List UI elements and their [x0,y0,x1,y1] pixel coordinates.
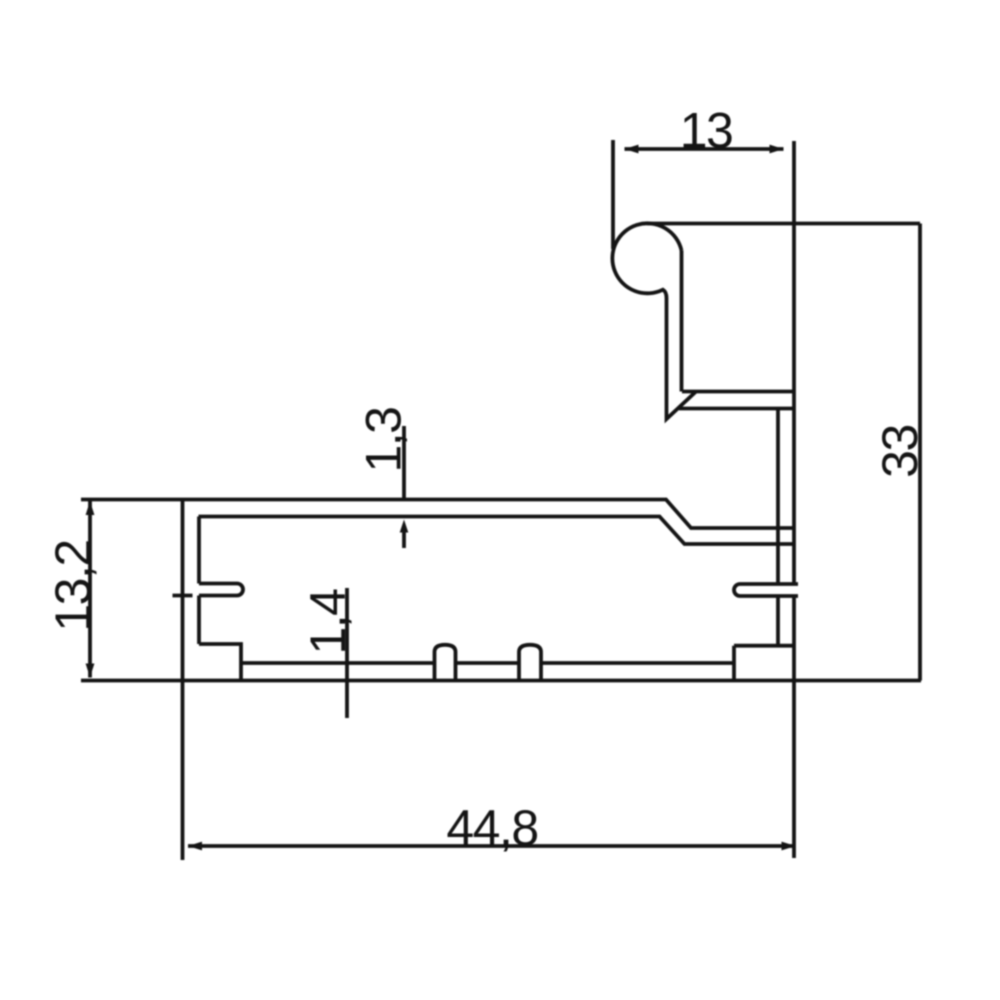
svg-text:33: 33 [872,425,928,478]
svg-text:13: 13 [680,103,733,159]
svg-text:44,8: 44,8 [446,800,537,856]
svg-text:13,2: 13,2 [45,540,101,631]
svg-text:1,4: 1,4 [300,589,356,655]
svg-text:1,3: 1,3 [356,407,412,472]
